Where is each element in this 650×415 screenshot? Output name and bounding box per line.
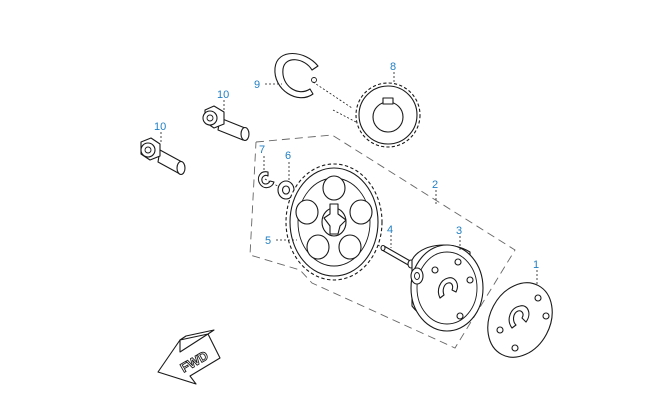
callout-6: 6 [285,150,291,162]
fwd-arrow-icon: FWD [157,329,221,385]
alignment-line-8-gear [332,109,357,123]
callout-8: 8 [390,61,396,73]
lower-bolt-part [140,137,186,176]
callout-2: 2 [432,179,438,191]
callout-10-upper: 10 [217,89,229,101]
small-gear-part [355,82,421,148]
callout-1: 1 [533,259,539,271]
callout-4: 4 [387,224,393,236]
assembly-boundary [249,134,516,349]
callout-5: 5 [265,235,271,247]
clip-part [257,171,275,189]
callout-3: 3 [456,225,462,237]
callout-9: 9 [254,79,260,91]
circlip-part [274,53,319,99]
callout-7: 7 [259,144,265,156]
large-gear-part [285,163,383,281]
upper-bolt-part [202,105,250,142]
alignment-line-9-8 [312,81,353,109]
callout-10-lower: 10 [154,121,166,133]
pump-body-part [410,244,484,332]
pin-part [380,244,415,269]
gasket-part [487,282,553,358]
